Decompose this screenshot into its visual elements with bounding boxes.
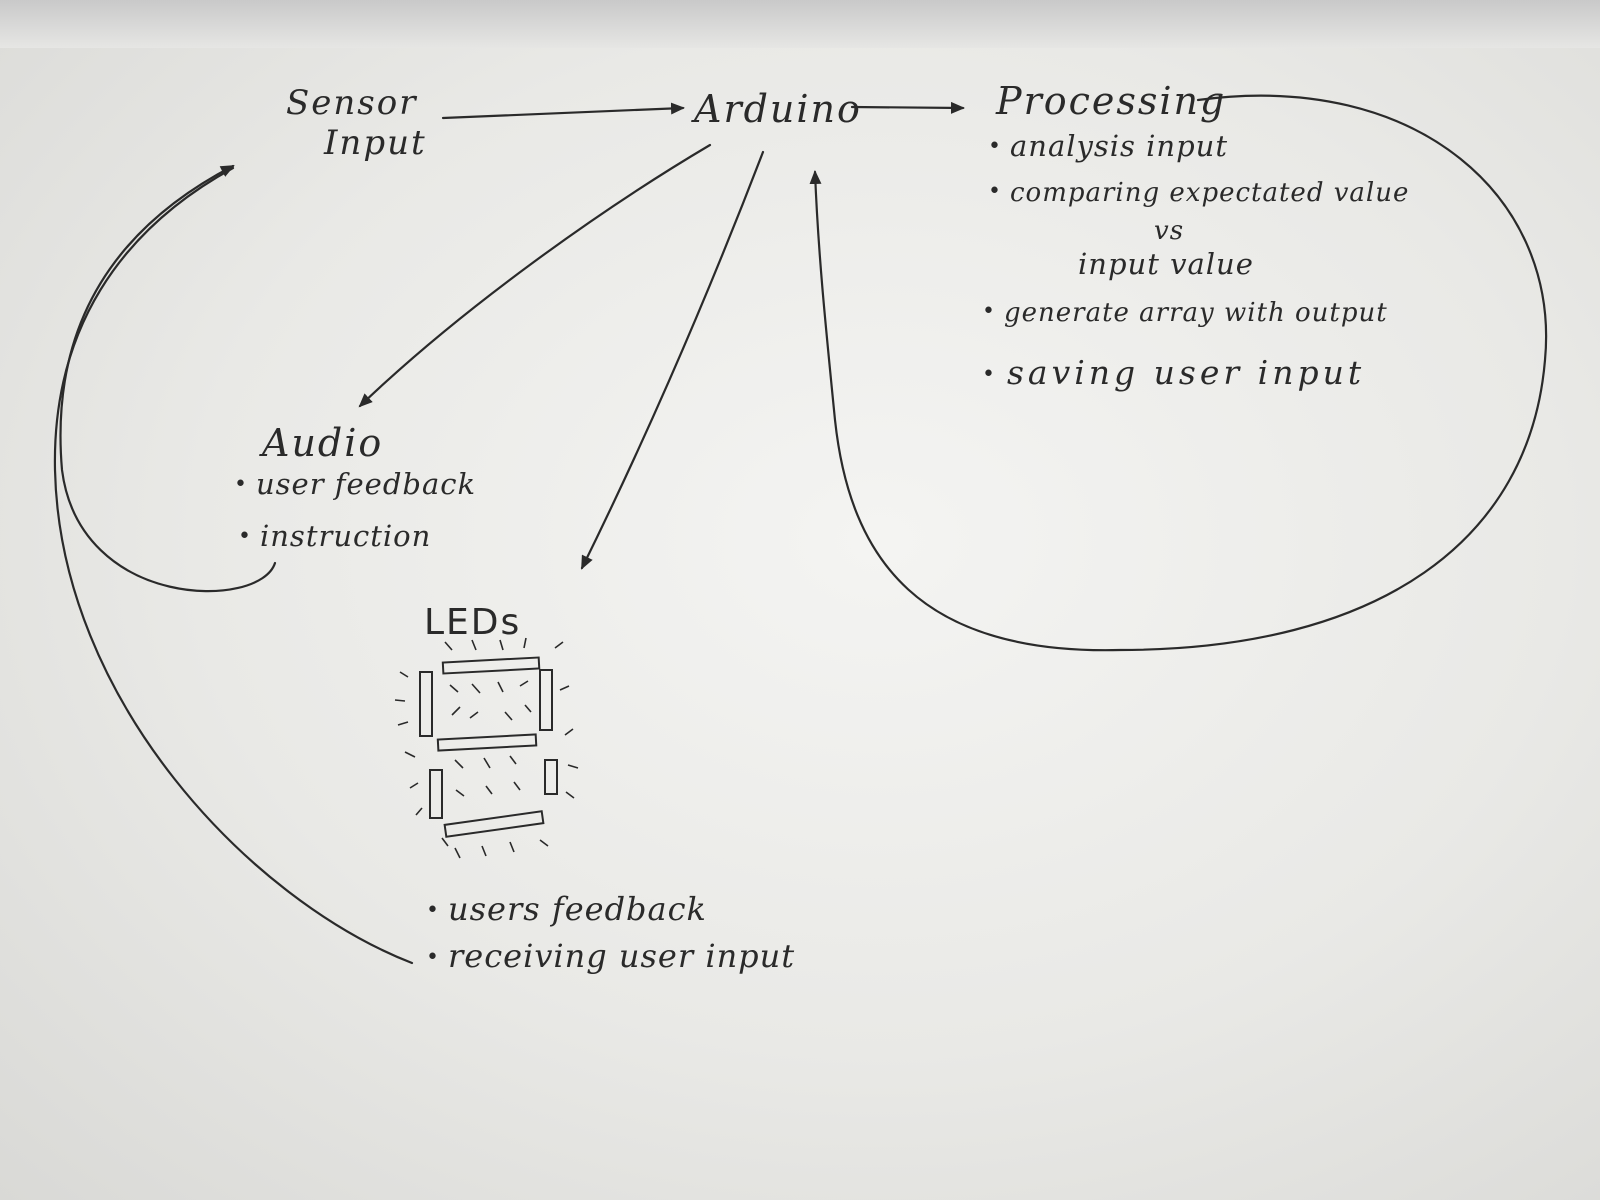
arrow-arduino-to-processing <box>850 101 965 114</box>
leds-item-1: users feedback <box>426 893 707 925</box>
led-segment <box>429 769 443 819</box>
processing-node-label: Processing <box>996 79 1227 123</box>
processing-item-6: saving user input <box>982 356 1365 389</box>
processing-item-1: analysis input <box>988 132 1228 161</box>
led-segment <box>436 733 538 752</box>
led-segment <box>441 656 541 675</box>
audio-item-1: user feedback <box>234 470 476 499</box>
sensor-label-line2: Input <box>324 123 427 163</box>
audio-item-2: instruction <box>238 522 431 551</box>
loop-processing-to-arduino <box>809 94 1548 652</box>
arrow-audio-to-sensor <box>59 164 277 593</box>
led-segment <box>539 669 553 731</box>
leds-item-2: receiving user input <box>426 940 795 972</box>
led-segment <box>544 759 558 795</box>
arrow-arduino-to-audio <box>358 143 712 408</box>
leds-node-label: LEDs <box>424 602 522 643</box>
led-segment <box>419 671 433 737</box>
arrow-arduino-to-leds <box>580 150 765 570</box>
sensor-node-label: Sensor Input <box>286 86 427 160</box>
led-segment <box>443 810 545 838</box>
paper-edge <box>0 0 1600 48</box>
led-matrix-sketch <box>394 637 579 859</box>
arduino-node-label: Arduino <box>694 87 862 131</box>
sensor-label-line1: Sensor <box>286 83 418 123</box>
audio-node-label: Audio <box>262 421 384 465</box>
arrow-leds-to-sensor <box>53 166 414 965</box>
processing-item-5: generate array with output <box>982 300 1388 326</box>
arrow-sensor-to-arduino <box>441 102 685 120</box>
processing-item-2: comparing expectated value <box>988 180 1409 206</box>
processing-item-3: vs <box>1154 216 1185 246</box>
processing-item-4: input value <box>1078 247 1254 281</box>
